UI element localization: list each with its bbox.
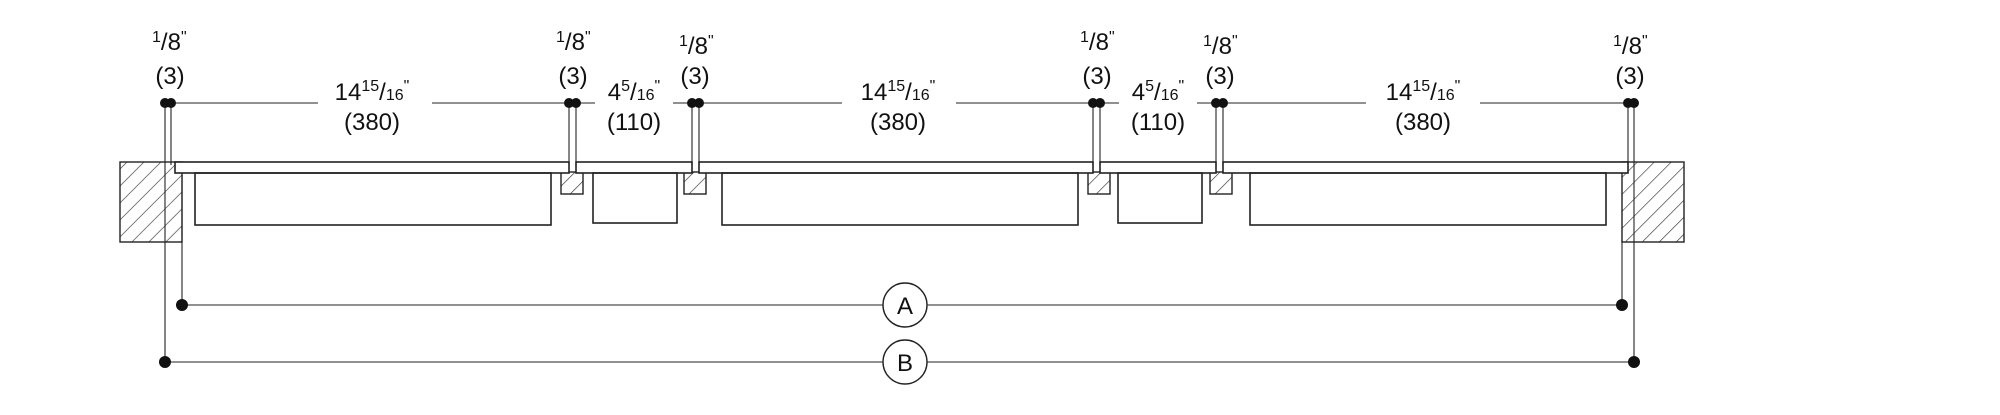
front-panel-4 bbox=[1099, 161, 1217, 174]
gap-marker-2 bbox=[564, 98, 581, 165]
svg-text:(380): (380) bbox=[870, 109, 926, 136]
svg-text:(380): (380) bbox=[1395, 109, 1451, 136]
svg-text:1/8": 1/8" bbox=[679, 33, 714, 60]
appliance-body-5 bbox=[1249, 172, 1607, 226]
gap-label-1: 1/8" (3) bbox=[152, 29, 187, 90]
gap-marker-3 bbox=[687, 98, 704, 165]
gap-label-5: 1/8" (3) bbox=[1203, 33, 1238, 90]
svg-text:(3): (3) bbox=[680, 63, 709, 90]
spacer-1 bbox=[560, 171, 584, 195]
right-wall bbox=[1621, 161, 1685, 243]
appliance-body-2 bbox=[592, 172, 678, 224]
svg-text:1/8": 1/8" bbox=[1080, 29, 1115, 56]
gap-label-3: 1/8" (3) bbox=[679, 33, 714, 90]
span-label-1: 1415/16" (380) bbox=[318, 78, 432, 136]
appliance-body-3 bbox=[721, 172, 1079, 226]
label-a-circle bbox=[882, 282, 928, 328]
front-panel-3 bbox=[698, 161, 1094, 174]
span-label-3: 1415/16" (380) bbox=[842, 78, 956, 136]
gap-marker-4 bbox=[1088, 98, 1105, 165]
spacer-4 bbox=[1209, 171, 1233, 195]
svg-text:45/16": 45/16" bbox=[1132, 78, 1184, 106]
appliance-body-1 bbox=[194, 172, 552, 226]
svg-text:A: A bbox=[897, 293, 913, 320]
spacer-3 bbox=[1087, 171, 1111, 195]
label-b-circle bbox=[882, 339, 928, 385]
front-panel-5 bbox=[1222, 161, 1629, 174]
gap-label-6: 1/8" (3) bbox=[1613, 33, 1648, 90]
svg-text:(380): (380) bbox=[344, 109, 400, 136]
gap-marker-5 bbox=[1211, 98, 1228, 165]
spacer-2 bbox=[683, 171, 707, 195]
svg-text:1/8": 1/8" bbox=[152, 29, 187, 56]
span-label-2: 45/16" (110) bbox=[595, 78, 673, 136]
span-label-4: 45/16" (110) bbox=[1119, 78, 1197, 136]
gap-label-4: 1/8" (3) bbox=[1080, 29, 1115, 90]
svg-text:(3): (3) bbox=[558, 63, 587, 90]
svg-text:(110): (110) bbox=[1131, 109, 1185, 136]
svg-text:1415/16": 1415/16" bbox=[1386, 78, 1461, 106]
gap-markers bbox=[160, 98, 1639, 165]
svg-text:1415/16": 1415/16" bbox=[335, 78, 410, 106]
svg-text:(3): (3) bbox=[1082, 63, 1111, 90]
span-label-5: 1415/16" (380) bbox=[1366, 78, 1480, 136]
overall-dimension-a: A bbox=[176, 175, 1628, 328]
gap-marker-6 bbox=[1623, 98, 1639, 165]
svg-text:1/8": 1/8" bbox=[1613, 33, 1648, 60]
svg-text:1/8": 1/8" bbox=[556, 29, 591, 56]
front-panel-1 bbox=[174, 161, 570, 174]
svg-text:(3): (3) bbox=[1205, 63, 1234, 90]
front-panel-2 bbox=[575, 161, 693, 174]
svg-text:B: B bbox=[897, 350, 913, 377]
gap-marker-1 bbox=[160, 98, 176, 165]
svg-text:(3): (3) bbox=[155, 63, 184, 90]
left-wall bbox=[119, 161, 183, 243]
svg-text:(110): (110) bbox=[607, 109, 661, 136]
svg-text:45/16": 45/16" bbox=[608, 78, 660, 106]
gap-label-2: 1/8" (3) bbox=[556, 29, 591, 90]
overall-dimension-b: B bbox=[159, 165, 1640, 385]
svg-text:1/8": 1/8" bbox=[1203, 33, 1238, 60]
svg-text:(3): (3) bbox=[1615, 63, 1644, 90]
svg-text:1415/16": 1415/16" bbox=[861, 78, 936, 106]
appliance-body-4 bbox=[1117, 172, 1203, 224]
